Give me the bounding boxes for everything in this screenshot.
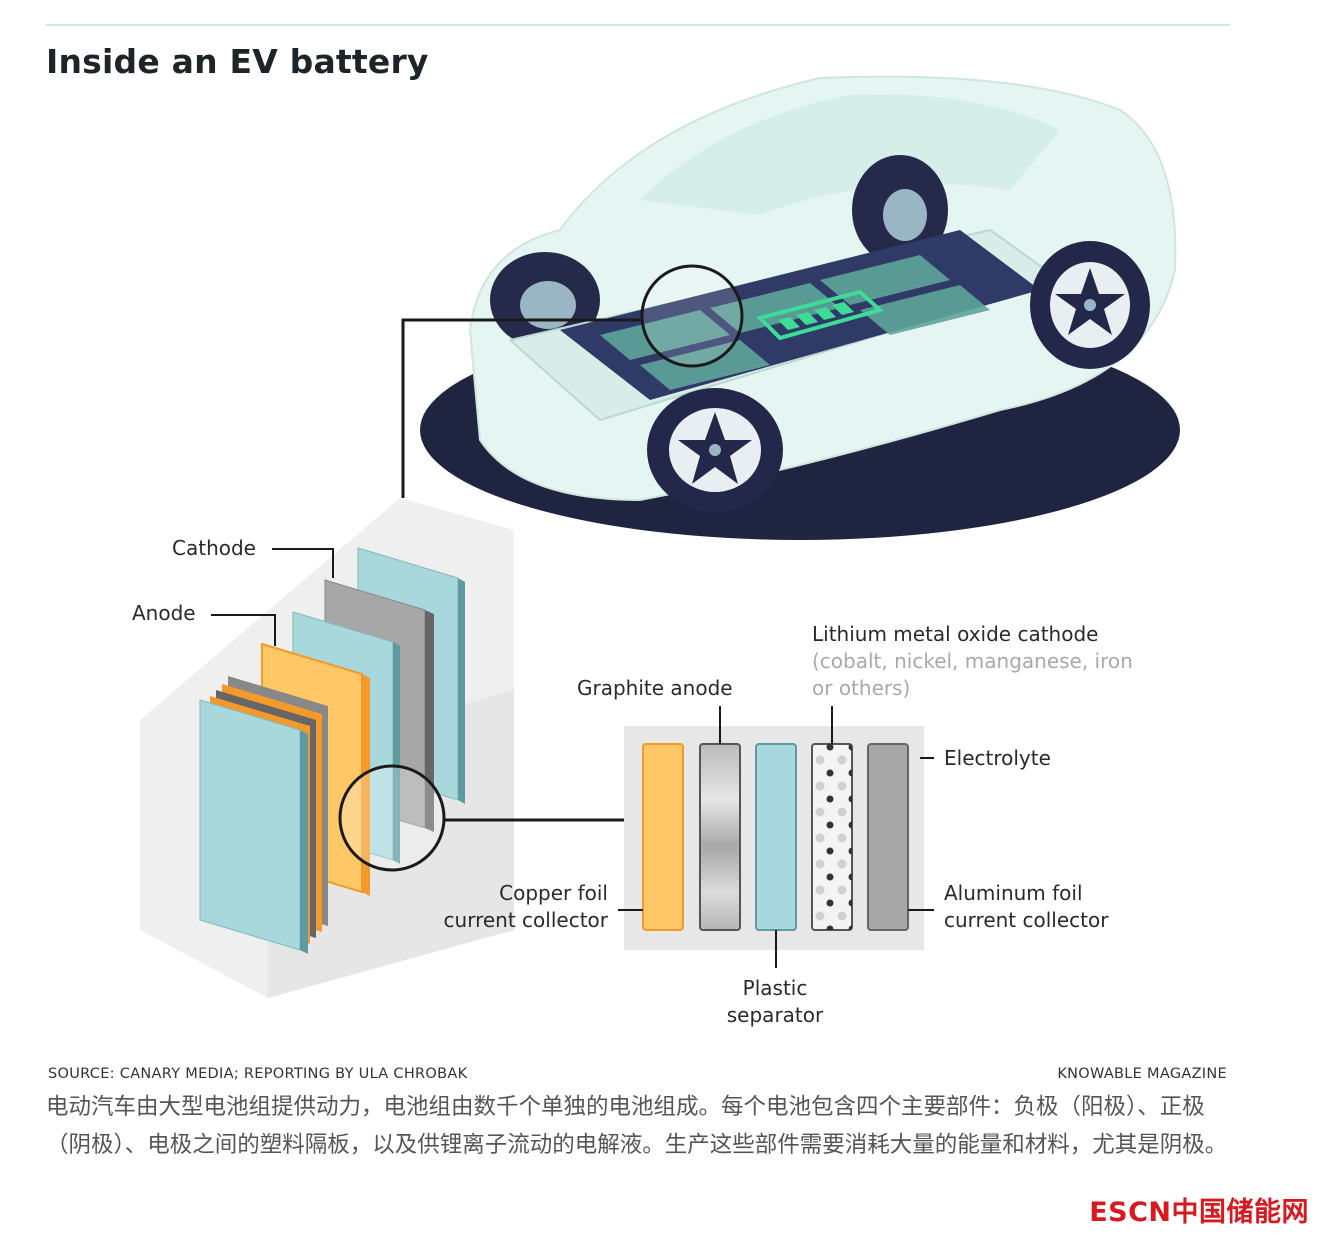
label-electrolyte: Electrolyte bbox=[944, 746, 1051, 770]
label-copper-foil-1: Copper foil bbox=[499, 881, 608, 905]
label-aluminum-foil-1: Aluminum foil bbox=[944, 881, 1083, 905]
front-layer-stack bbox=[199, 676, 328, 954]
car-windshield bbox=[640, 94, 1060, 215]
ev-car-illustration bbox=[420, 75, 1180, 540]
label-plastic-separator-1: Plastic bbox=[742, 976, 808, 1000]
connector-car-to-cell bbox=[401, 318, 642, 498]
caption-text: 电动汽车由大型电池组提供动力，电池组由数千个单独的电池组成。每个电池包含四个主要… bbox=[46, 1094, 1228, 1158]
aluminum-foil-layer bbox=[867, 743, 909, 931]
top-divider bbox=[46, 24, 1230, 26]
label-graphite-anode: Graphite anode bbox=[577, 676, 733, 700]
graphite-anode-layer bbox=[699, 743, 741, 931]
label-lithium-cathode: Lithium metal oxide cathode bbox=[812, 622, 1099, 646]
site-watermark: ESCN中国储能网 bbox=[1089, 1197, 1309, 1228]
label-anode: Anode bbox=[132, 601, 196, 625]
leader-anode bbox=[211, 614, 276, 646]
battery-charge-icon bbox=[756, 289, 885, 341]
copper-foil-layer bbox=[642, 743, 684, 931]
source-credit: SOURCE: CANARY MEDIA; REPORTING BY ULA C… bbox=[48, 1066, 468, 1082]
zoom-circle-car bbox=[640, 264, 744, 368]
label-lithium-cathode-sub-2: or others) bbox=[812, 676, 911, 700]
zoom-circle-cell bbox=[338, 764, 446, 872]
plastic-separator-layer bbox=[755, 743, 797, 931]
leader-cathode bbox=[272, 548, 334, 578]
label-plastic-separator-2: separator bbox=[726, 1003, 824, 1027]
figure-title: Inside an EV battery bbox=[46, 42, 429, 81]
cross-section-panel bbox=[618, 706, 934, 968]
cell-stack-illustration bbox=[140, 498, 514, 998]
label-lithium-cathode-sub-1: (cobalt, nickel, manganese, iron bbox=[812, 649, 1133, 673]
label-copper-foil-2: current collector bbox=[443, 908, 608, 932]
label-aluminum-foil-2: current collector bbox=[944, 908, 1109, 932]
label-cathode: Cathode bbox=[172, 536, 256, 560]
publisher-credit: KNOWABLE MAGAZINE bbox=[1057, 1066, 1227, 1082]
